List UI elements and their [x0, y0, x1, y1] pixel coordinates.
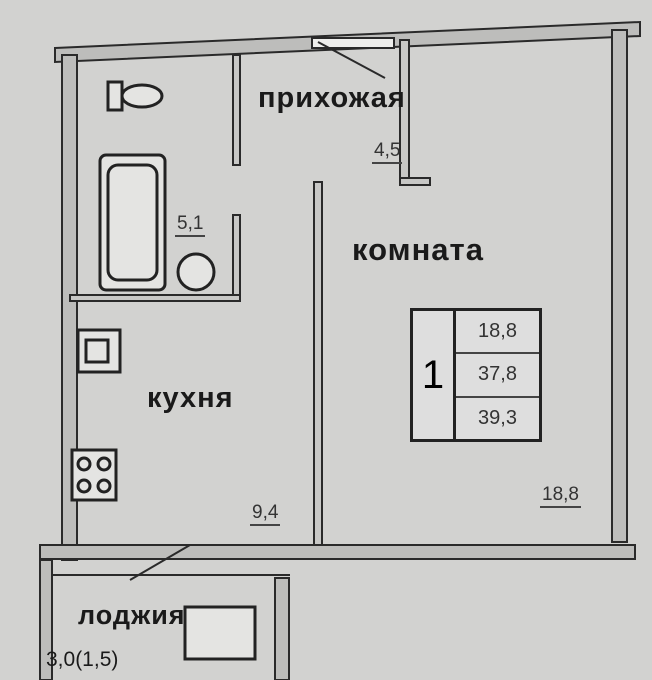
toilet-icon	[106, 80, 124, 112]
area-summary-table: 1 18,8 37,8 39,3	[410, 308, 542, 442]
door-opening	[311, 37, 395, 49]
door-swing	[317, 41, 386, 79]
room-label: комната	[352, 232, 484, 267]
kitchen-area: 9,4	[250, 502, 281, 526]
hall-partition-return	[399, 177, 431, 186]
washbasin-icon	[176, 252, 216, 292]
loggia-cabinet	[183, 605, 257, 661]
loggia-area: 3,0(1,5)	[46, 648, 119, 671]
room-area: 18,8	[540, 484, 581, 508]
kitchen-label: кухня	[147, 382, 234, 414]
bath-bottom-wall	[69, 294, 241, 302]
loggia-door-swing	[129, 544, 191, 581]
bathroom-area: 5,1	[175, 213, 206, 237]
total-area: 37,8	[456, 354, 539, 398]
bath-wall-upper	[232, 54, 241, 166]
stove-icon	[70, 448, 118, 502]
hallway-area: 4,5	[372, 140, 403, 164]
rooms-count: 1	[413, 311, 456, 439]
loggia-right-wall	[274, 577, 290, 680]
bath-wall-lower	[232, 214, 241, 301]
total-with-loggia: 39,3	[478, 406, 517, 429]
bottom-wall	[39, 544, 636, 560]
hallway-label: прихожая	[258, 82, 406, 114]
right-wall	[611, 29, 628, 543]
loggia-left-wall	[39, 559, 53, 680]
living-area: 18,8	[456, 311, 539, 355]
kitchen-room-wall	[313, 181, 323, 546]
loggia-label: лоджия	[78, 600, 186, 630]
